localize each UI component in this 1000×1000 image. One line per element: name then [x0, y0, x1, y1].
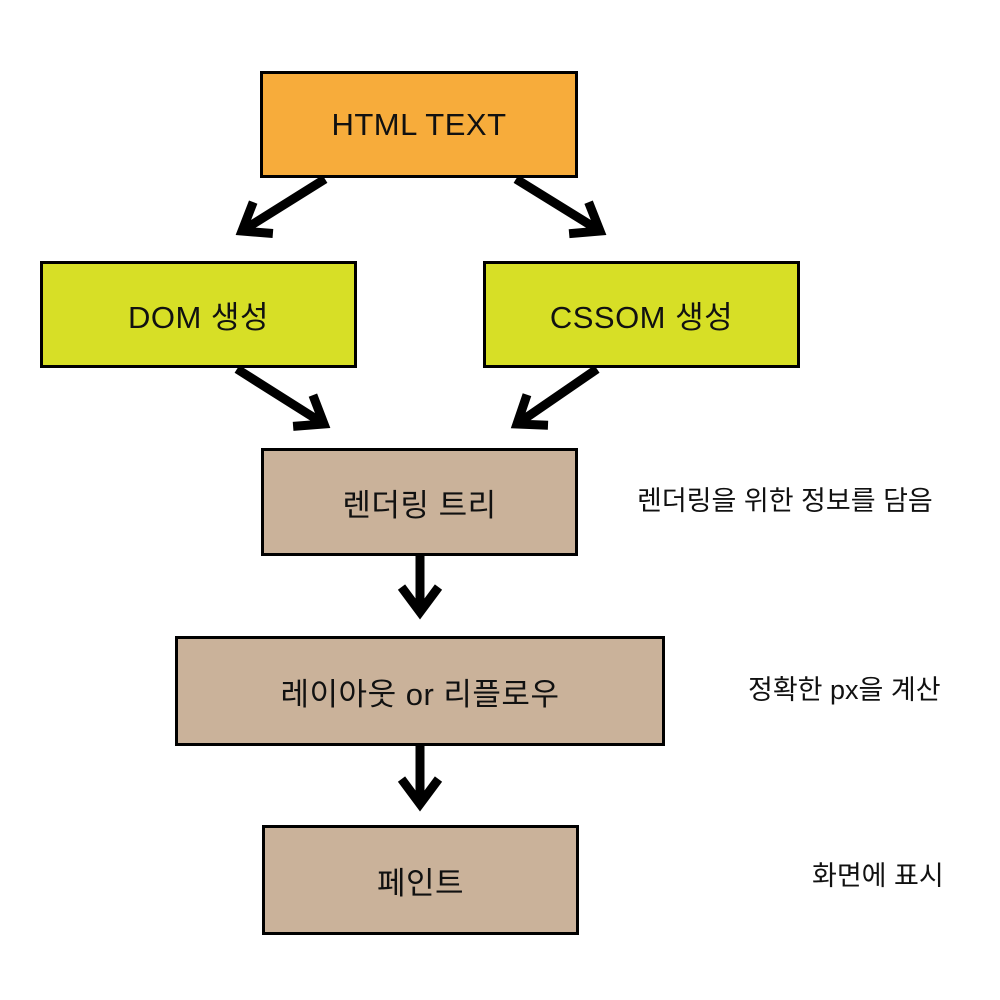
arrow-layout-to-paint-icon	[397, 746, 443, 812]
node-layout-reflow-label: 레이아웃 or 리플로우	[280, 676, 560, 712]
arrow-cssom-to-rendertree-icon	[510, 365, 600, 430]
node-html-text: HTML TEXT	[260, 71, 578, 178]
node-paint-label: 페인트	[376, 865, 465, 901]
node-layout-reflow: 레이아웃 or 리플로우	[175, 636, 665, 746]
annotation-paint: 화면에 표시	[812, 861, 944, 891]
node-render-tree-label: 렌더링 트리	[342, 487, 497, 523]
node-paint: 페인트	[262, 825, 579, 935]
annotation-render-tree: 렌더링을 위한 정보를 담음	[637, 486, 933, 516]
node-html-text-label: HTML TEXT	[331, 106, 507, 142]
node-dom-create-label: DOM 생성	[128, 300, 269, 335]
annotation-layout-reflow: 정확한 px을 계산	[748, 675, 941, 705]
arrow-rendertree-to-layout-icon	[397, 556, 443, 620]
arrow-html-to-cssom-icon	[513, 175, 607, 239]
node-cssom-create: CSSOM 생성	[483, 261, 800, 368]
node-dom-create: DOM 생성	[40, 261, 357, 368]
arrow-html-to-dom-icon	[235, 175, 328, 238]
node-render-tree: 렌더링 트리	[261, 448, 578, 556]
node-cssom-create-label: CSSOM 생성	[549, 300, 734, 335]
arrow-dom-to-rendertree-icon	[234, 365, 331, 431]
